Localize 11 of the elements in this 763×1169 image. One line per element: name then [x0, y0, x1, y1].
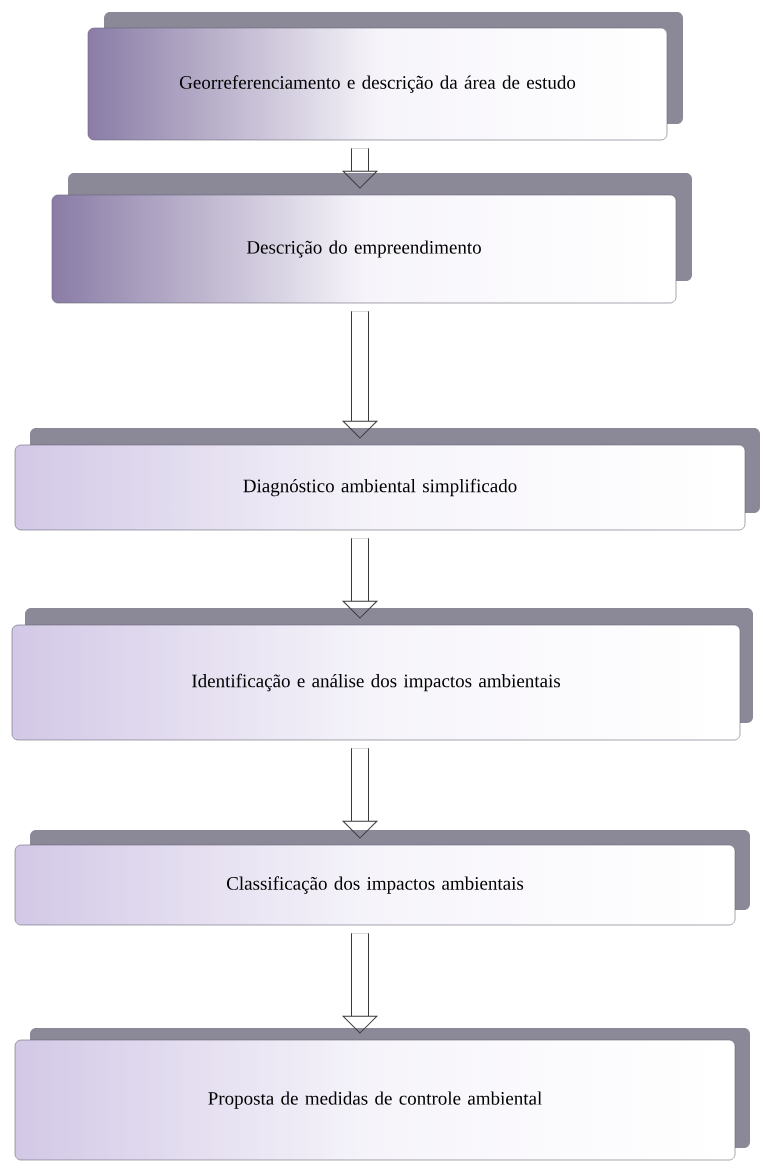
process-box: Classificação dos impactos ambientais: [14, 844, 736, 926]
arrow: [342, 311, 378, 439]
arrow: [342, 748, 378, 839]
arrow: [342, 538, 378, 619]
process-box: Identificação e análise dos impactos ambientais: [11, 624, 741, 741]
process-box: Georreferenciamento e descrição da área de estudo: [87, 27, 668, 141]
process-box: Descrição do empreendimento: [51, 194, 677, 304]
arrow: [342, 933, 378, 1034]
process-box: Proposta de medidas de controle ambiental: [14, 1039, 736, 1161]
arrow: [342, 148, 378, 189]
process-box: Diagnóstico ambiental simplificado: [14, 444, 746, 531]
